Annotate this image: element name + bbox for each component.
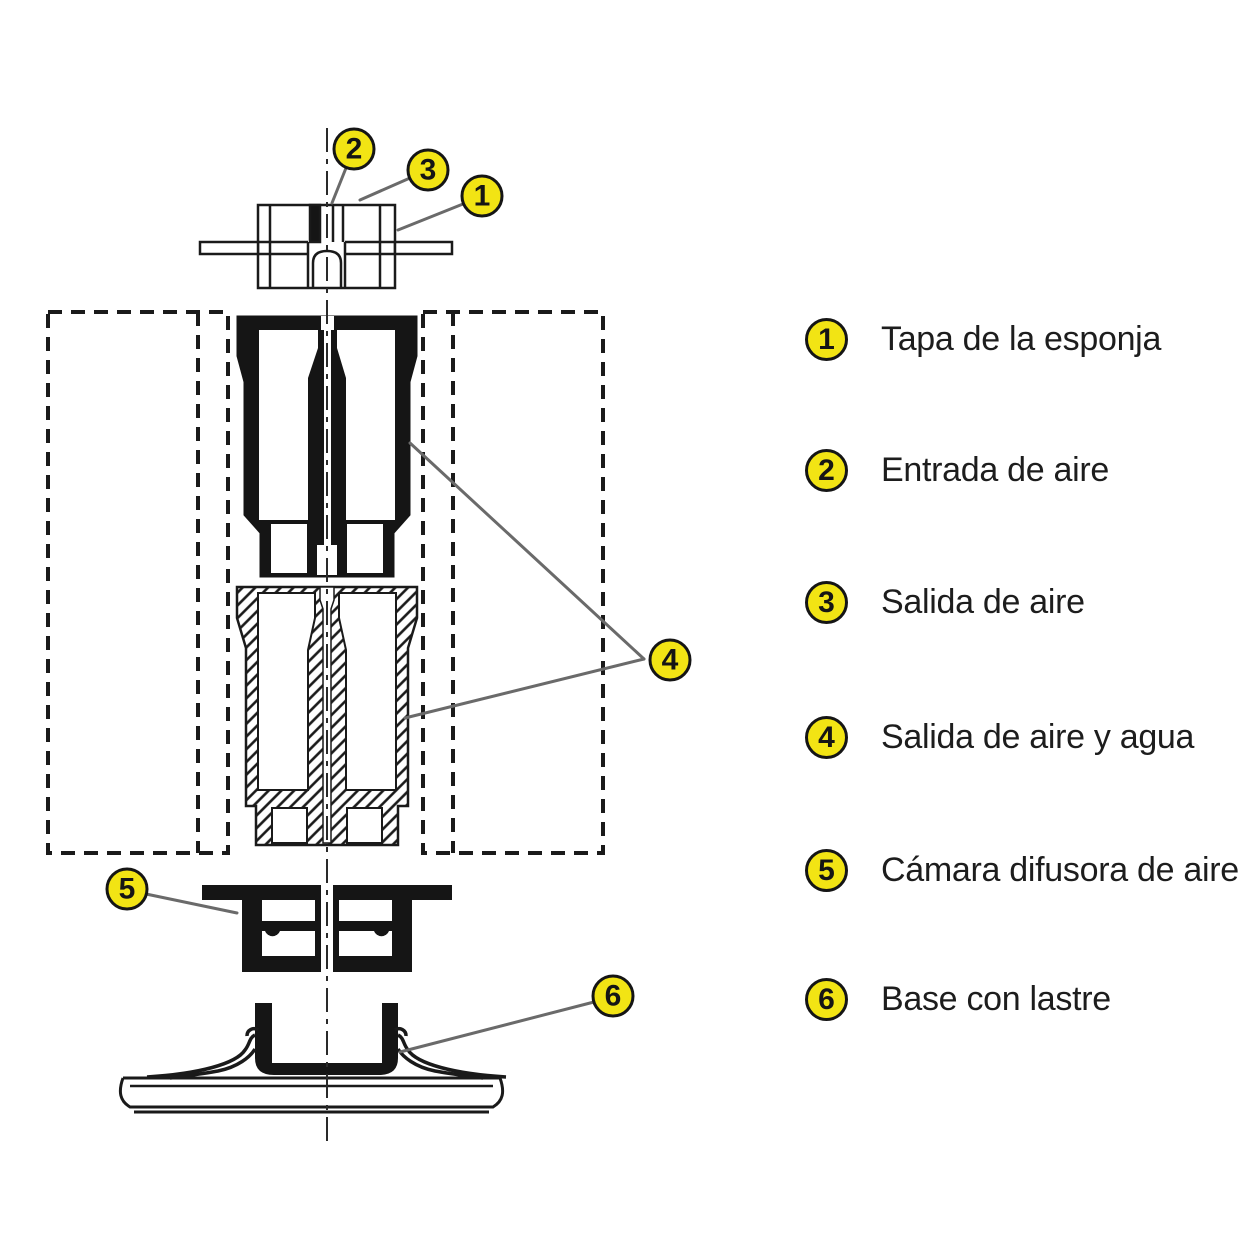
callout-4-badge: 4 xyxy=(648,638,692,682)
legend-item-5: 5 Cámara difusora de aire xyxy=(805,849,1239,892)
inner-tube-lower-part-hatched xyxy=(235,585,419,847)
legend-1-label: Tapa de la esponja xyxy=(881,320,1162,358)
legend-5-badge: 5 xyxy=(805,849,848,892)
legend-3-label: Salida de aire xyxy=(881,583,1085,621)
sponge-outline-right xyxy=(421,310,605,855)
legend-2-label: Entrada de aire xyxy=(881,451,1109,489)
weighted-base-part xyxy=(118,1003,507,1114)
legend-6-label: Base con lastre xyxy=(881,980,1111,1018)
legend-1-badge: 1 xyxy=(805,318,848,361)
legend-2-badge: 2 xyxy=(805,449,848,492)
callout-6-badge: 6 xyxy=(591,974,635,1018)
callout-5-badge: 5 xyxy=(105,867,149,911)
legend-item-1: 1 Tapa de la esponja xyxy=(805,318,1161,361)
legend-item-6: 6 Base con lastre xyxy=(805,978,1111,1021)
legend-3-badge: 3 xyxy=(805,581,848,624)
callout-1-badge: 1 xyxy=(460,174,504,218)
callout-3-badge: 3 xyxy=(406,148,450,192)
legend-6-badge: 6 xyxy=(805,978,848,1021)
legend-4-label: Salida de aire y agua xyxy=(881,718,1195,756)
legend-4-badge: 4 xyxy=(805,716,848,759)
legend-item-3: 3 Salida de aire xyxy=(805,581,1085,624)
legend-5-label: Cámara difusora de aire xyxy=(881,851,1239,889)
legend-item-4: 4 Salida de aire y agua xyxy=(805,716,1194,759)
callout-2-badge: 2 xyxy=(332,127,376,171)
legend-item-2: 2 Entrada de aire xyxy=(805,449,1109,492)
sponge-outline-left xyxy=(46,310,230,855)
callout-leader-lines xyxy=(144,166,646,1054)
air-inlet-channel xyxy=(308,203,322,244)
